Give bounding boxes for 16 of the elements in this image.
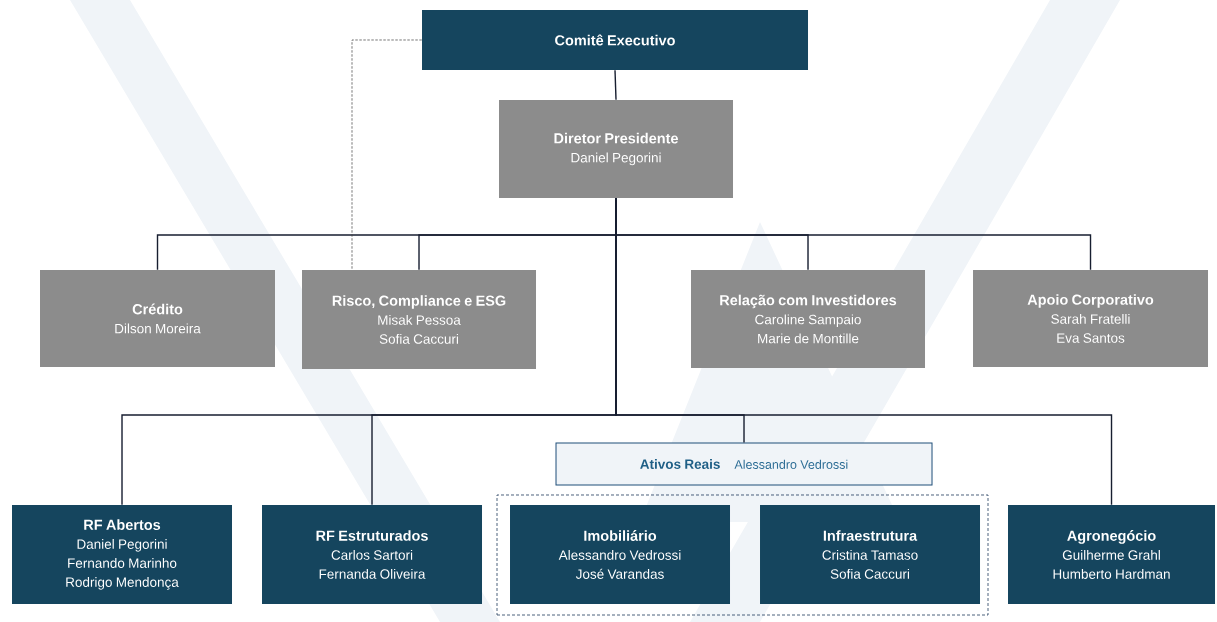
org-box: Diretor Presidente Daniel Pegorini xyxy=(499,100,733,198)
group-box xyxy=(496,494,989,616)
org-box: Comitê Executivo xyxy=(422,10,808,70)
connector-line xyxy=(351,39,423,271)
org-box: RF Estruturados Carlos Sartori Fernanda Oliveira xyxy=(262,505,482,604)
org-box: Crédito Dilson Moreira xyxy=(40,270,275,367)
org-box: Apoio Corporativo Sarah Fratelli Eva Santos xyxy=(973,270,1208,367)
org-box: Agronegócio Guilherme Grahl Humberto Hardman xyxy=(1008,505,1215,604)
connector-line xyxy=(614,69,617,101)
org-box: Imobiliário Alessandro Vedrossi José Varandas xyxy=(510,505,730,604)
org-box: Ativos Reais Alessandro Vedrossi xyxy=(555,442,933,486)
connector-line xyxy=(615,197,1113,506)
org-box: Relação com Investidores Caroline Sampaio Marie de Montille xyxy=(691,270,925,368)
org-box: Risco, Compliance e ESG Misak Pessoa Sofia Caccuri xyxy=(302,270,536,369)
org-box: Infraestrutura Cristina Tamaso Sofia Caccuri xyxy=(760,505,980,604)
org-box: RF Abertos Daniel Pegorini Fernando Marinho Rodrigo Mendonça xyxy=(12,505,232,604)
